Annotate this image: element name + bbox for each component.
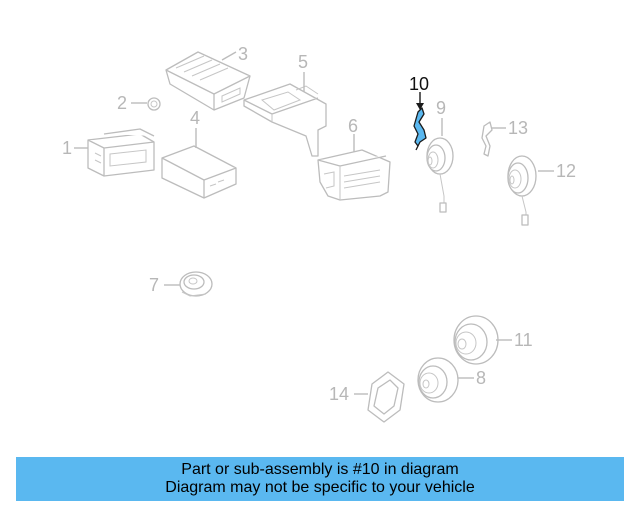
part-8-woofer[interactable] (417, 357, 459, 403)
banner-line-1: Part or sub-assembly is #10 in diagram (181, 461, 459, 478)
part-12-speaker[interactable] (507, 155, 537, 226)
callout-1[interactable]: 1 (62, 138, 72, 158)
callout-10[interactable]: 10 (409, 74, 429, 94)
part-9-speaker[interactable] (426, 137, 454, 213)
part-7-tweeter[interactable] (179, 271, 213, 297)
leader-3 (221, 51, 237, 61)
callout-4[interactable]: 4 (190, 108, 200, 128)
callout-11[interactable]: 11 (514, 330, 533, 350)
callout-8[interactable]: 8 (476, 368, 486, 388)
callout-12[interactable]: 12 (556, 161, 576, 181)
callout-3[interactable]: 3 (238, 44, 248, 64)
part-5-bracket[interactable] (243, 83, 327, 157)
part-11-woofer[interactable] (453, 315, 499, 365)
callout-13[interactable]: 13 (508, 118, 528, 138)
part-13-clip[interactable] (481, 121, 493, 157)
banner-line-2: Diagram may not be specific to your vehi… (165, 479, 475, 496)
parts-diagram: 1 2 3 4 5 6 (62, 44, 576, 423)
part-3-amplifier[interactable] (165, 51, 251, 111)
callout-5[interactable]: 5 (298, 52, 308, 72)
callout-7[interactable]: 7 (149, 275, 159, 295)
part-10-bracket-highlighted[interactable] (413, 107, 427, 151)
info-banner: Part or sub-assembly is #10 in diagram D… (16, 457, 624, 501)
callout-2[interactable]: 2 (117, 93, 127, 113)
callout-6[interactable]: 6 (348, 116, 358, 136)
part-14-adapter-plate[interactable] (367, 371, 405, 423)
callout-14[interactable]: 14 (329, 384, 349, 404)
part-4-module[interactable] (161, 145, 237, 199)
part-2-grommet[interactable] (147, 97, 161, 111)
part-1-radio[interactable] (87, 128, 155, 177)
leader-10-arrow (416, 103, 424, 110)
part-6-display-unit[interactable] (317, 149, 391, 201)
callout-9[interactable]: 9 (436, 98, 446, 118)
